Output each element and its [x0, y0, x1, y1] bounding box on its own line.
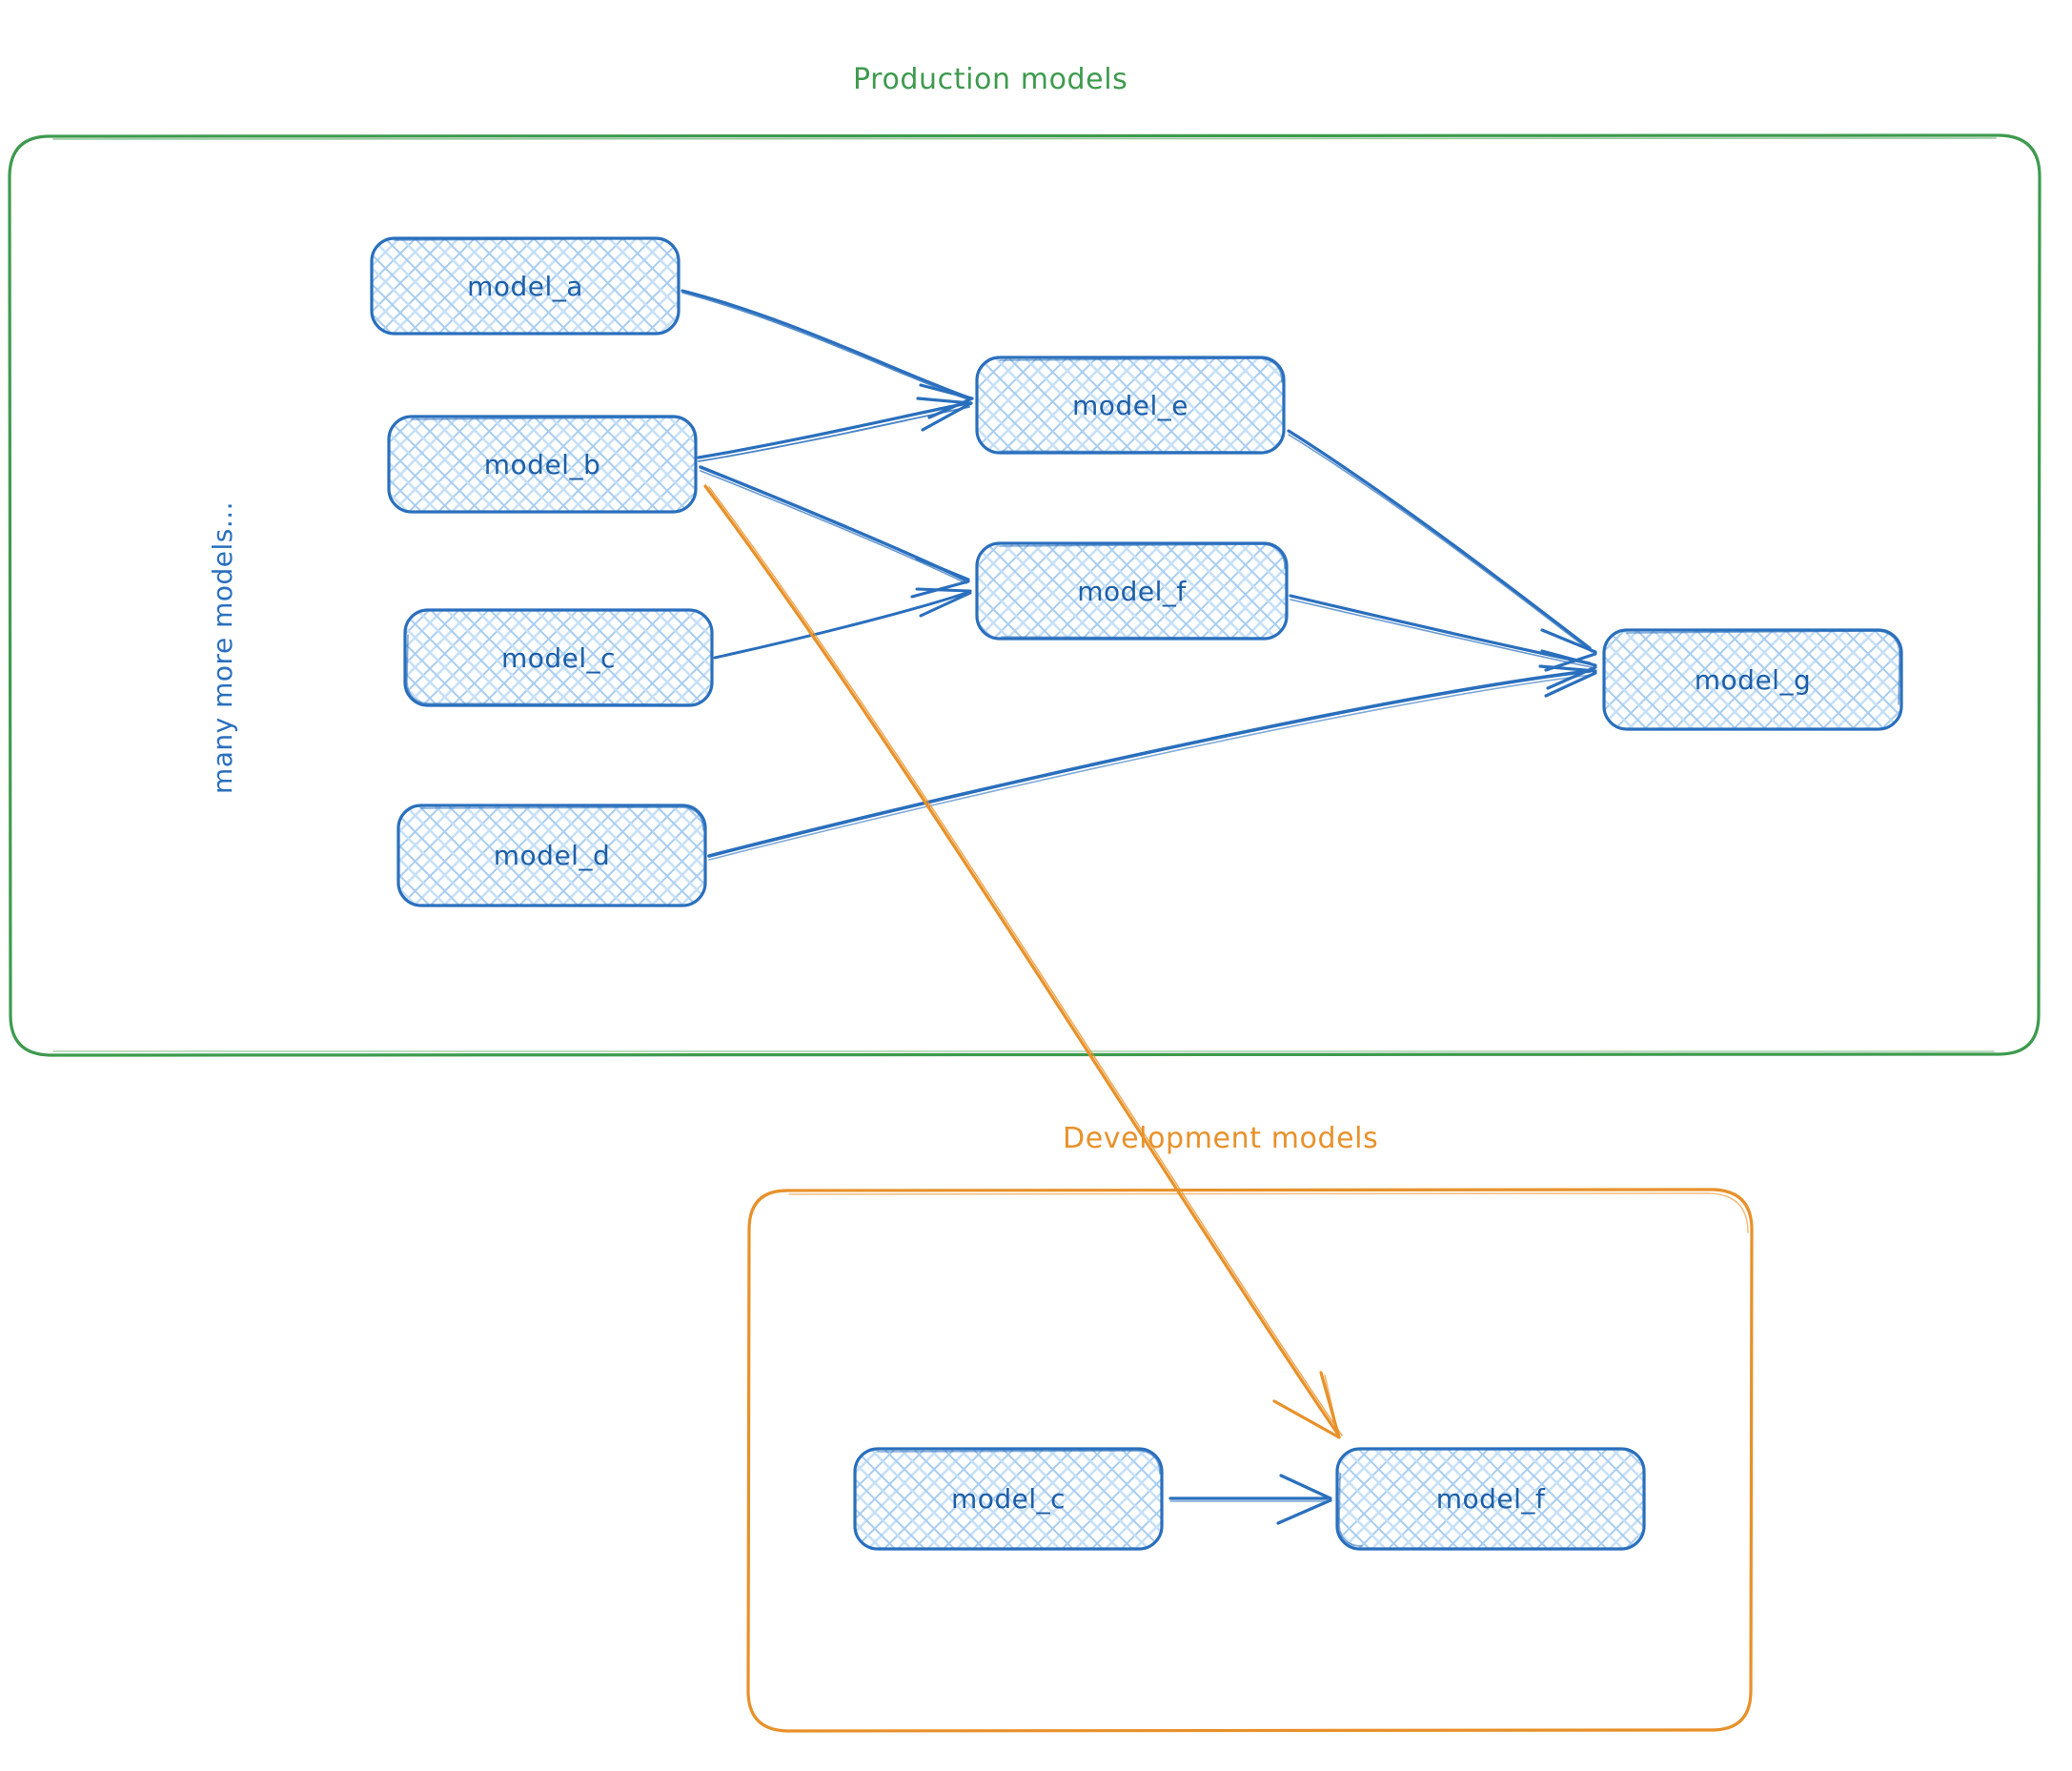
node-model-c-development[interactable]: [853, 1447, 1164, 1551]
edge-model-b-to-dev-model-f-orange: [703, 484, 1343, 1439]
node-model-c-production[interactable]: [403, 608, 714, 707]
edge-model-b-to-model-e: [697, 397, 973, 462]
node-model-d[interactable]: [396, 804, 707, 907]
node-model-a[interactable]: [370, 236, 681, 336]
side-note-many-more-models: many more models...: [207, 500, 238, 794]
edge-model-c-to-model-f: [713, 587, 972, 660]
edge-model-e-to-model-g: [1287, 429, 1597, 672]
node-model-e[interactable]: [975, 356, 1286, 455]
group-container-development: [746, 1188, 1754, 1733]
node-model-g[interactable]: [1602, 628, 1903, 731]
edge-dev-model-c-to-dev-model-f: [1168, 1474, 1332, 1525]
group-label-development: Development models: [1063, 1122, 1379, 1155]
group-container-production: [8, 133, 2042, 1057]
node-model-f-production[interactable]: [975, 541, 1289, 641]
edge-model-f-to-model-g: [1289, 594, 1597, 690]
node-model-b[interactable]: [387, 415, 698, 514]
group-label-production: Production models: [853, 63, 1128, 96]
node-model-f-development[interactable]: [1335, 1447, 1646, 1551]
edge-model-d-to-model-g: [707, 664, 1597, 861]
